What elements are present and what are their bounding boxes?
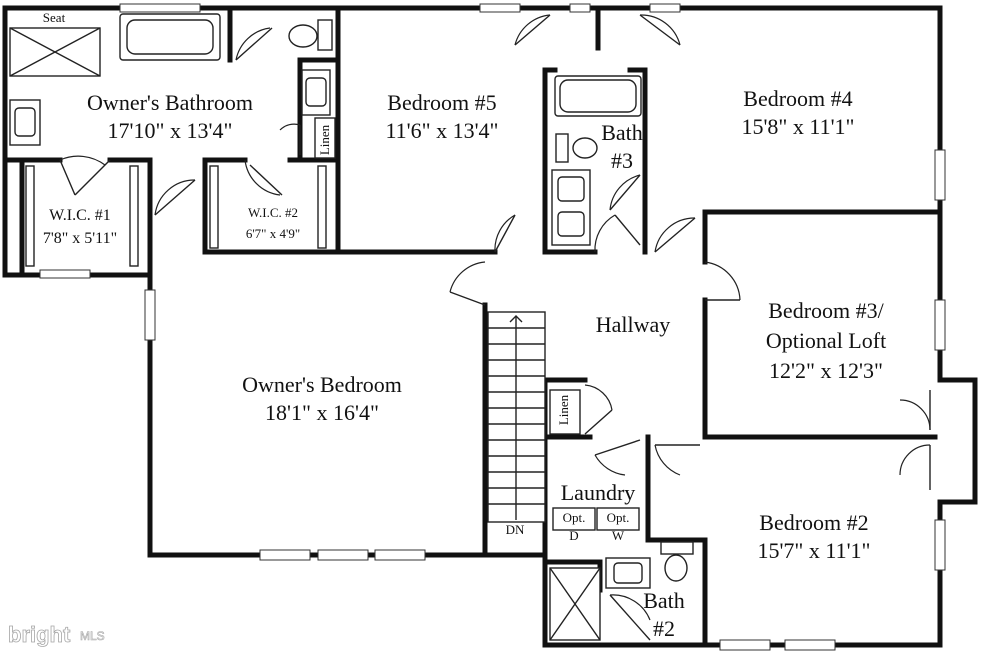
wic-2-name: W.I.C. #2 — [248, 205, 298, 220]
bedroom-4-dimensions: 15'8" x 11'1" — [741, 114, 854, 139]
bath-2-label: Bath — [643, 588, 685, 613]
toilet — [664, 554, 688, 582]
opt-dryer-label-2: D — [569, 528, 578, 543]
watermark-brand: bright — [8, 622, 71, 647]
windows — [39, 3, 946, 651]
opt-washer — [596, 507, 640, 531]
bedroom-3-subtitle: Optional Loft — [766, 328, 886, 353]
bright-mls-watermark: bright MLS — [8, 622, 105, 648]
bedroom-2-name: Bedroom #2 — [759, 510, 868, 535]
owners-bathroom-name: Owner's Bathroom — [87, 90, 253, 115]
linen-top-label: Linen — [317, 124, 332, 155]
bath-3-label: Bath — [601, 120, 643, 145]
walls — [2, 5, 978, 648]
bedroom-3-dimensions: 12'2" x 12'3" — [769, 358, 883, 383]
fixtures — [9, 13, 694, 641]
hallway-label: Hallway — [596, 312, 671, 337]
opt-washer-label-1: Opt. — [607, 510, 630, 525]
staircase — [487, 311, 546, 523]
linen-mid-label: Linen — [556, 394, 571, 425]
owners-bedroom-dimensions: 18'1" x 16'4" — [265, 400, 379, 425]
bedroom-4-name: Bedroom #4 — [743, 86, 852, 111]
bedroom-2-dimensions: 15'7" x 11'1" — [757, 538, 870, 563]
bath-3-number: #3 — [611, 148, 633, 173]
bedroom-3-name: Bedroom #3/ — [768, 298, 884, 323]
owners-bathroom-dimensions: 17'10" x 13'4" — [108, 118, 233, 143]
opt-dryer — [552, 507, 596, 531]
opt-dryer-label-1: Opt. — [563, 510, 586, 525]
owners-bedroom-name: Owner's Bedroom — [242, 372, 402, 397]
doors — [59, 14, 931, 641]
wic-1-name: W.I.C. #1 — [49, 207, 111, 224]
wic-1-dimensions: 7'8" x 5'11" — [43, 230, 117, 247]
toilet — [288, 24, 318, 48]
stair-down-label: DN — [506, 522, 525, 537]
bedroom-5-dimensions: 11'6" x 13'4" — [385, 118, 498, 143]
bedroom-5-name: Bedroom #5 — [387, 90, 496, 115]
toilet — [572, 137, 598, 159]
laundry-label: Laundry — [561, 480, 636, 505]
opt-washer-label-2: W — [612, 528, 625, 543]
wic-2-dimensions: 6'7" x 4'9" — [246, 226, 300, 241]
watermark-suffix: MLS — [80, 629, 105, 643]
room-labels: Seat Owner's Bathroom 17'10" x 13'4" Bed… — [43, 10, 886, 641]
bath-2-number: #2 — [653, 616, 675, 641]
seat-label: Seat — [43, 10, 66, 25]
